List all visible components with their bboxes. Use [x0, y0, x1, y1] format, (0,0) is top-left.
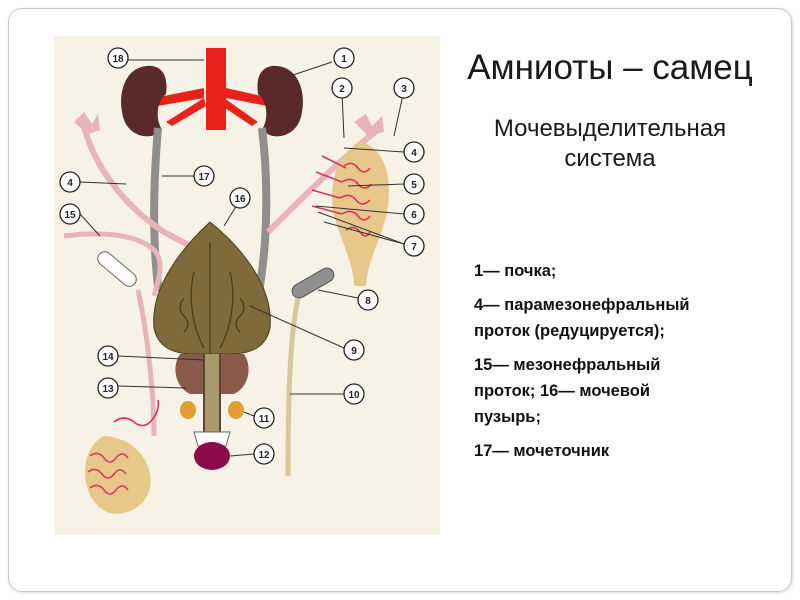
label-18: 18	[107, 47, 129, 69]
diagram-svg: 1 2 3 4 4 5 6 7 8 9 10 11 12 13 14 15 16…	[59, 47, 425, 514]
legend-notes: 1— почка; 4— парамезонефральный проток (…	[474, 258, 774, 472]
label-9: 9	[343, 339, 365, 361]
label-4-left: 4	[59, 171, 81, 193]
svg-text:3: 3	[401, 84, 407, 95]
label-5: 5	[403, 173, 425, 195]
right-testis	[332, 142, 389, 286]
left-vas-segment	[97, 251, 137, 287]
svg-text:5: 5	[411, 180, 417, 191]
label-17: 17	[193, 165, 215, 187]
bladder-folds	[179, 242, 245, 356]
svg-text:9: 9	[351, 346, 357, 357]
svg-text:10: 10	[348, 390, 360, 401]
note-ureter: 17— мочеточник	[474, 438, 774, 464]
label-16: 16	[229, 187, 251, 209]
label-1: 1	[333, 47, 355, 69]
label-6: 6	[403, 203, 425, 225]
svg-text:4: 4	[67, 178, 73, 189]
right-paramesonephric-duct	[265, 125, 382, 235]
label-8: 8	[357, 289, 379, 311]
label-3: 3	[393, 77, 415, 99]
label-12: 12	[253, 443, 275, 465]
right-kidney	[257, 65, 303, 137]
right-fimbria	[354, 114, 384, 136]
svg-text:16: 16	[234, 194, 246, 205]
note-line: проток (редуцируется);	[474, 322, 665, 340]
left-bulbourethral-gland	[180, 401, 196, 419]
note-line: 1— почка;	[474, 262, 557, 280]
left-paramesonephric-duct	[81, 125, 196, 251]
note-mesonephric-duct-bladder: 15— мезонефральный проток; 16— мочевой п…	[474, 352, 774, 430]
urinary-bladder	[153, 221, 271, 355]
svg-text:14: 14	[102, 352, 114, 363]
note-line: 15— мезонефральный	[474, 356, 661, 374]
urethra	[203, 354, 221, 437]
leader-lines	[79, 59, 405, 457]
svg-text:4: 4	[411, 148, 417, 159]
note-line: пузырь;	[474, 408, 541, 426]
svg-text:18: 18	[112, 54, 124, 65]
right-vas-descending	[285, 297, 301, 477]
right-tubules	[311, 155, 373, 237]
left-fimbria	[74, 112, 100, 134]
svg-text:15: 15	[64, 210, 76, 221]
left-testis	[85, 436, 151, 514]
svg-text:12: 12	[258, 450, 270, 461]
left-tubules	[87, 399, 160, 495]
label-7: 7	[403, 235, 425, 257]
label-13: 13	[97, 377, 119, 399]
svg-text:13: 13	[102, 384, 114, 395]
left-mesonephric-duct	[63, 231, 163, 297]
svg-text:2: 2	[339, 84, 345, 95]
slide-title: Амниоты – самец	[467, 48, 753, 87]
label-14: 14	[97, 345, 119, 367]
urogenital-diagram: 1 2 3 4 4 5 6 7 8 9 10 11 12 13 14 15 16…	[54, 36, 440, 535]
right-ureter	[243, 127, 271, 302]
label-15: 15	[59, 203, 81, 225]
subtitle-line-2: система	[564, 145, 656, 172]
note-paramesonephric-duct: 4— парамезонефральный проток (редуцирует…	[474, 292, 774, 344]
left-duct-descending	[135, 289, 157, 437]
urethral-outlet	[193, 431, 231, 447]
svg-text:7: 7	[411, 242, 417, 253]
subtitle-line-1: Мочевыделительная	[493, 115, 727, 142]
label-10: 10	[343, 383, 365, 405]
svg-text:17: 17	[198, 172, 210, 183]
note-line: проток; 16— мочевой	[474, 382, 650, 400]
label-11: 11	[253, 407, 275, 429]
note-kidney: 1— почка;	[474, 258, 774, 284]
note-line: 17— мочеточник	[474, 442, 610, 460]
note-line: 4— парамезонефральный	[474, 296, 690, 314]
svg-text:1: 1	[341, 54, 347, 65]
svg-text:8: 8	[365, 296, 371, 307]
right-vas-segment	[291, 267, 335, 299]
label-4-right: 4	[403, 141, 425, 163]
svg-text:6: 6	[411, 210, 417, 221]
label-2: 2	[331, 77, 353, 99]
great-vessels	[144, 48, 280, 130]
left-kidney	[121, 65, 167, 137]
penis-tip	[194, 442, 230, 470]
svg-text:11: 11	[259, 414, 270, 425]
slide-subtitle: Мочевыделительная система	[440, 114, 780, 174]
right-bulbourethral-gland	[228, 401, 244, 419]
